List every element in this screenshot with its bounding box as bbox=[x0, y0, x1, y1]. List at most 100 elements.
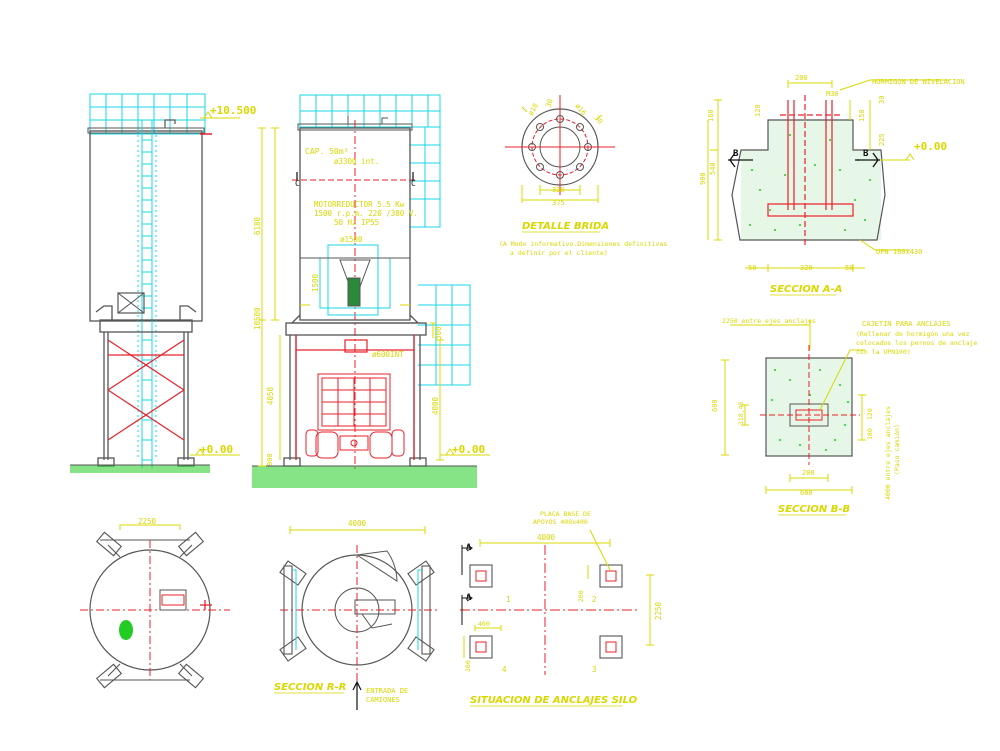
aa-30: 30 bbox=[878, 96, 886, 104]
aa-b-left: B bbox=[733, 149, 739, 159]
anchor-200b: 200 bbox=[464, 660, 472, 672]
bb-118: 118,45 bbox=[737, 401, 745, 425]
rr-width: 4000 bbox=[348, 519, 367, 528]
anchor-plate-1 bbox=[469, 564, 493, 588]
anchor-section-a-bottom: A bbox=[466, 593, 472, 603]
side-ground bbox=[70, 465, 210, 473]
section-c-left: C bbox=[295, 179, 300, 188]
side-grid bbox=[89, 93, 206, 135]
section-r-r-view bbox=[279, 526, 440, 710]
anchor-height: 2250 bbox=[654, 601, 663, 620]
bb-cajetin: CAJETIN PARA ANCLAJES bbox=[862, 320, 951, 328]
section-a-a-detail bbox=[707, 79, 950, 272]
dim-6180: 6180 bbox=[253, 216, 262, 235]
aa-levelling-concrete: HORMIGON DE NIVELACION bbox=[872, 78, 965, 86]
section-b-b-dimensions bbox=[721, 320, 866, 494]
anchor-plate-4 bbox=[469, 635, 493, 659]
motor-spec-3: 50 Hz IP55 bbox=[334, 218, 379, 227]
side-bracing bbox=[107, 339, 185, 441]
aa-320: 320 bbox=[800, 264, 813, 272]
bb-side-1: 4000 entre ejes anclajes bbox=[884, 406, 892, 500]
bb-120: 120 bbox=[866, 408, 874, 420]
bb-note-3: con la UPN100) bbox=[856, 348, 911, 356]
anchor-number-1: 1 bbox=[506, 595, 511, 604]
section-rr-title: SECCION R-R bbox=[274, 682, 346, 693]
truck-front-view bbox=[305, 373, 405, 459]
anchor-plan-title: SITUACION DE ANCLAJES SILO bbox=[470, 695, 638, 706]
dim-4000: 4000 bbox=[431, 396, 440, 415]
front-d600: ø600INT bbox=[372, 350, 404, 359]
anchor-plate-label-2: APOYOS 400x400 bbox=[533, 518, 588, 526]
aa-160: 160 bbox=[707, 109, 715, 122]
bb-note-1: (Rellenar de hormigón una vez bbox=[856, 330, 970, 338]
bb-180: 180 bbox=[866, 428, 874, 440]
bb-note-2: colocados los pernos de anclaje bbox=[856, 339, 977, 347]
flange-r1: ø18 bbox=[527, 102, 540, 117]
side-ladder bbox=[137, 120, 157, 468]
flange-title: DETALLE BRIDA bbox=[522, 221, 609, 232]
side-elevation-view bbox=[70, 93, 240, 473]
anchor-number-3: 3 bbox=[592, 665, 597, 674]
aa-top-200: 200 bbox=[795, 74, 808, 82]
elevation-top: +10.500 bbox=[210, 104, 256, 117]
side-support-structure bbox=[95, 305, 197, 467]
aa-225: 225 bbox=[878, 133, 886, 146]
motor-spec-1: MOTORREDUCTOR 5.5 Kw bbox=[314, 200, 405, 209]
front-grid bbox=[299, 94, 471, 386]
flange-note-1: (A Modo informativo.Dimensiones definiti… bbox=[499, 240, 667, 248]
aa-900: 900 bbox=[699, 172, 707, 185]
elevation-detail-a: +0.00 bbox=[914, 140, 947, 153]
anchor-number-2: 2 bbox=[592, 595, 597, 604]
flange-d375: 375 bbox=[552, 199, 565, 207]
dim-4050: 4050 bbox=[266, 386, 275, 405]
flange-note-2: a definir por el cliente) bbox=[510, 249, 608, 257]
front-inner-diameter: ø3300 int. bbox=[334, 157, 379, 166]
flange-d320: 320 bbox=[552, 186, 565, 194]
flange-r4: 30 bbox=[592, 114, 604, 126]
aa-m30: M30 bbox=[826, 90, 839, 98]
front-d1500: ø1500 bbox=[340, 235, 363, 244]
plan-width: 2250 bbox=[138, 517, 157, 526]
anchor-width: 4000 bbox=[537, 533, 556, 542]
motor-box bbox=[327, 244, 379, 316]
aa-b-right: B bbox=[863, 149, 869, 159]
anchor-number-4: 4 bbox=[502, 665, 507, 674]
anchor-plate-3 bbox=[599, 635, 623, 659]
bb-600: 600 bbox=[711, 399, 719, 412]
bb-side-2: (Paso camión) bbox=[893, 424, 901, 475]
section-a-a-dimensions bbox=[707, 79, 950, 272]
elevation-ground-mid: +0.00 bbox=[452, 443, 485, 456]
flange-r3: ø16 bbox=[573, 102, 587, 117]
section-b-b-detail bbox=[721, 320, 866, 494]
aa-120: 120 bbox=[754, 104, 762, 117]
anchor-location-plan bbox=[460, 529, 654, 675]
truck-entry-1: ENTRADA DE bbox=[366, 687, 408, 695]
bb-bottom-600: 600 bbox=[800, 489, 813, 497]
truck-entry-2: CAMIONES bbox=[366, 696, 400, 704]
section-c-right: C bbox=[411, 179, 416, 188]
elevation-ground-left: +0.00 bbox=[200, 443, 233, 456]
aa-50-left: 50 bbox=[748, 264, 756, 272]
side-tank-body bbox=[89, 130, 203, 322]
section-aa-title: SECCION A-A bbox=[770, 284, 842, 295]
front-elevation-view bbox=[252, 94, 490, 488]
section-bb-title: SECCION B-B bbox=[778, 504, 850, 515]
front-ground bbox=[252, 466, 477, 488]
front-capacity: CAP. 50m³ bbox=[305, 147, 348, 156]
plan-view-tank bbox=[80, 524, 230, 689]
dim-300: 300 bbox=[434, 326, 443, 340]
dim-900: 900 bbox=[266, 453, 274, 466]
flange-detail bbox=[505, 95, 615, 203]
flange-r2: 30 bbox=[544, 98, 554, 109]
anchor-400: 400 bbox=[478, 620, 490, 628]
anchor-plate-label-1: PLACA BASE DE bbox=[540, 510, 591, 518]
motor-spec-2: 1500 r.p.m. 220 /380 V. bbox=[314, 209, 418, 218]
aa-540: 540 bbox=[709, 162, 717, 175]
aa-upn: UPN 100x430 bbox=[876, 248, 922, 256]
aa-50-right: 50 bbox=[845, 264, 853, 272]
bb-top-dim: 2250 entre ejes anclajes bbox=[722, 317, 816, 325]
dim-1500: 1500 bbox=[311, 273, 320, 292]
anchor-plate-2 bbox=[599, 564, 623, 588]
